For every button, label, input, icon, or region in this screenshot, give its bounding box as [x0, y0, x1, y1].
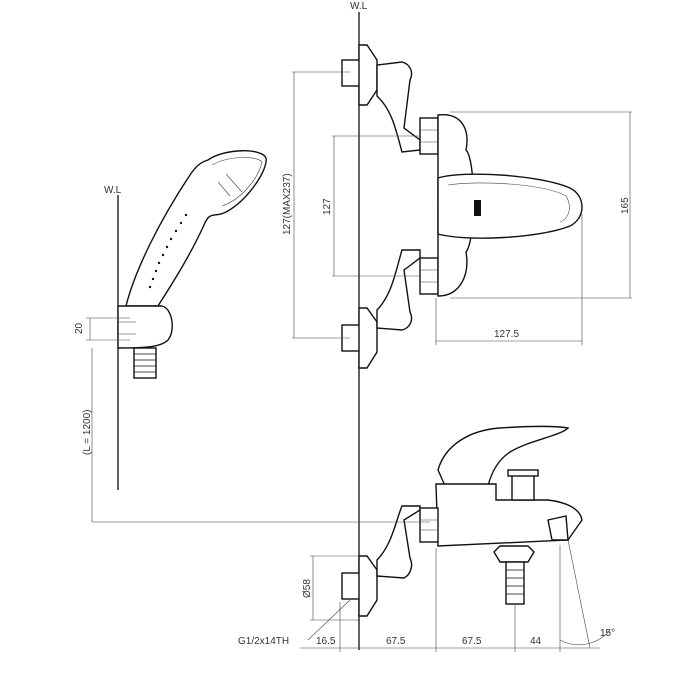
shower-grip-texture: [148, 213, 188, 289]
dim-127-5-label: 127.5: [494, 329, 519, 340]
dim-l1200-label: (L = 1200): [82, 410, 93, 456]
dim-67-5-b-label: 67.5: [462, 636, 482, 647]
dim-127max-label: 127(MAX237): [282, 173, 293, 235]
dim-127-label: 127: [322, 198, 333, 215]
dimension-lines: [86, 71, 632, 652]
thread-label: G1/2x14TH: [238, 636, 289, 647]
dim-16-5-label: 16.5: [316, 636, 336, 647]
faucet-front-view: [341, 44, 583, 369]
wl-right-label: W.L: [350, 1, 368, 12]
wl-left-label: W.L: [104, 185, 122, 196]
hand-shower: [117, 150, 267, 379]
dimension-labels: W.L W.L 20 (L = 1200) 127(MAX237) 127 16…: [74, 1, 631, 647]
faucet-side-view: [341, 425, 583, 617]
dim-165-label: 165: [620, 197, 631, 214]
dim-58-label: Ø58: [302, 579, 313, 598]
dim-67-5-a-label: 67.5: [386, 636, 406, 647]
angle-15-label: 15°: [600, 628, 615, 639]
dim-20-label: 20: [74, 322, 85, 334]
dim-44-label: 44: [530, 636, 542, 647]
